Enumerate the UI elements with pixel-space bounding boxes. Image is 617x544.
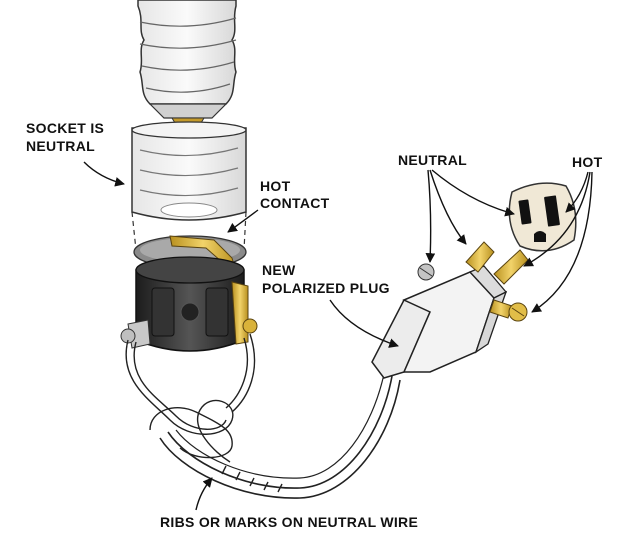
light-bulb — [137, 0, 237, 132]
arrow-socket — [83, 161, 125, 187]
arrow-neutral-outlet — [431, 169, 515, 217]
arrow-hot-outlet — [565, 171, 589, 213]
socket-label-line1: SOCKET IS — [26, 120, 105, 136]
arrow-hot-screw — [531, 171, 593, 313]
arrow-plug — [329, 299, 399, 348]
neutral-label: NEUTRAL — [398, 152, 467, 168]
arrow-neutral-prong — [429, 169, 467, 245]
arrow-hot-prong — [523, 171, 591, 267]
arrow-neutral-screw — [425, 169, 436, 263]
polarized-plug — [371, 241, 529, 379]
cord — [125, 333, 401, 499]
hot-contact-label-line2: CONTACT — [260, 195, 330, 211]
arrow-ribs — [195, 477, 213, 511]
alignment-lines — [131, 211, 247, 251]
plug-label-line1: NEW — [262, 262, 296, 278]
hot-contact-label-line1: HOT — [260, 178, 291, 194]
pointer-arrows — [83, 161, 593, 511]
socket-base — [120, 235, 258, 352]
plug-label-line2: POLARIZED PLUG — [262, 280, 390, 296]
wall-outlet — [508, 182, 577, 252]
arrow-hot-contact — [227, 209, 259, 233]
socket-label-line2: NEUTRAL — [26, 138, 95, 154]
hot-label: HOT — [572, 154, 603, 170]
socket-shell — [131, 121, 247, 221]
ribs-label: RIBS OR MARKS ON NEUTRAL WIRE — [160, 514, 419, 530]
